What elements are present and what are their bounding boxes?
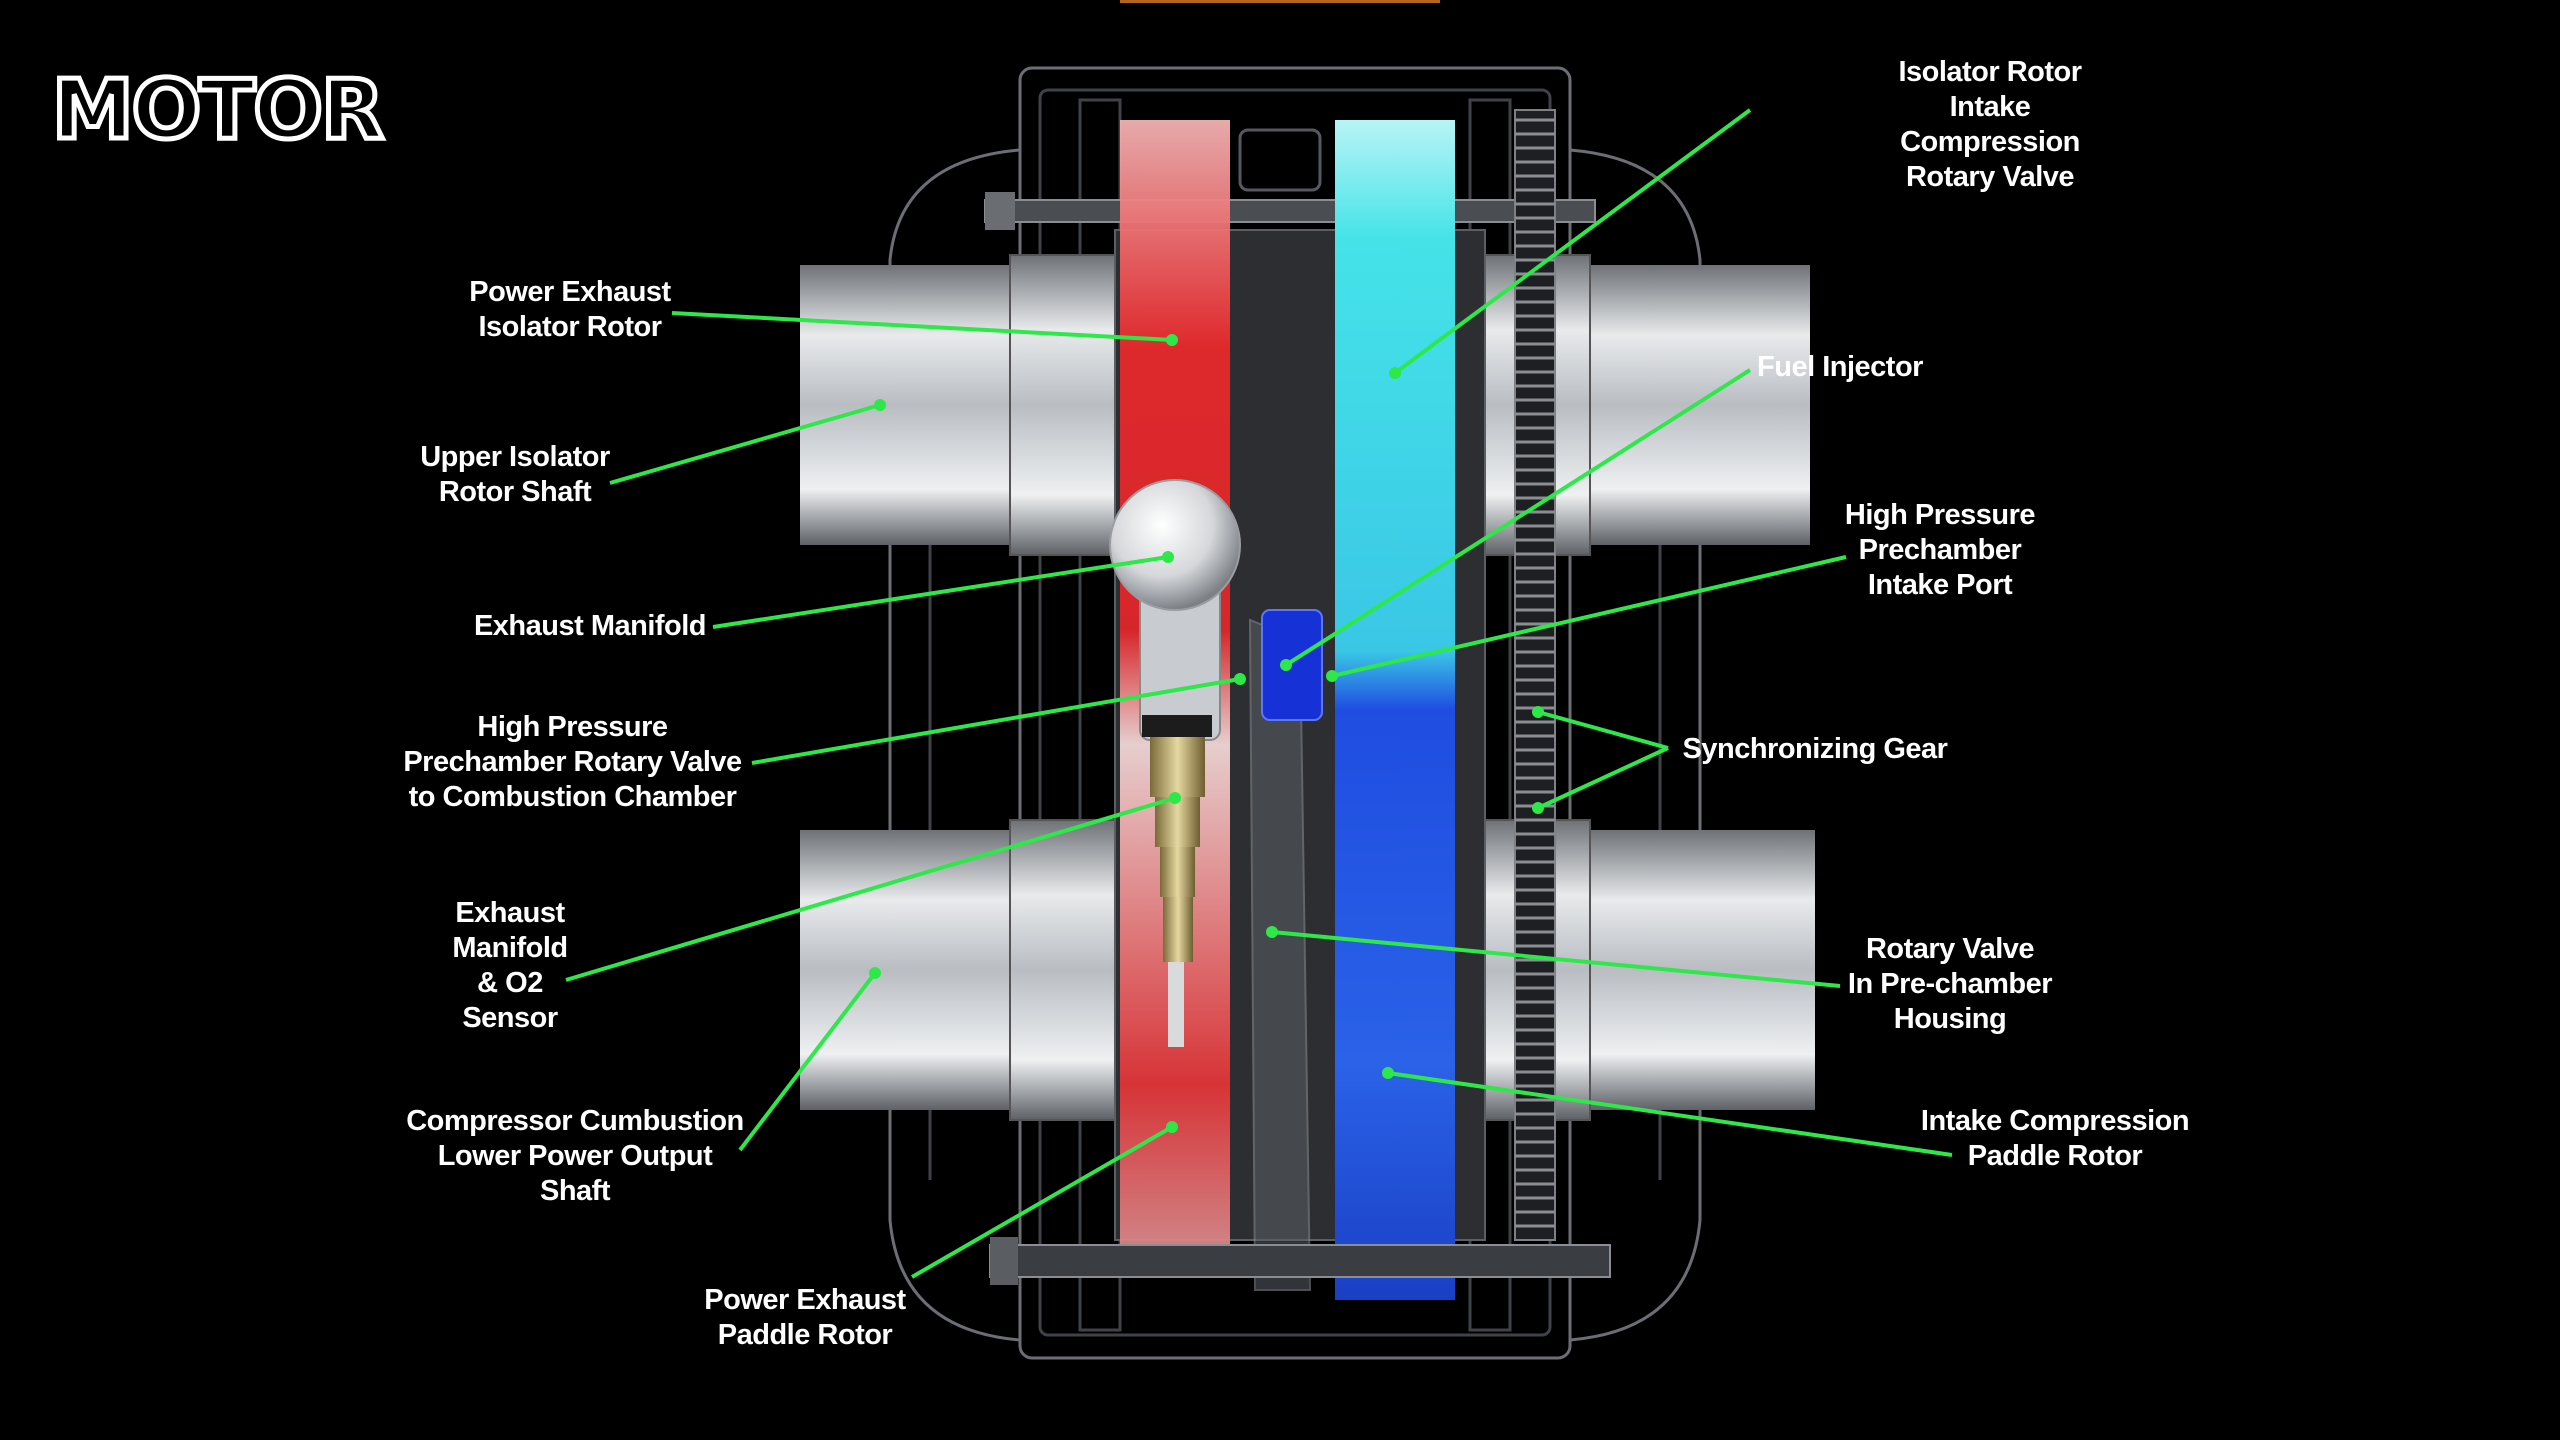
- label-line: Compressor Cumbustion: [406, 1105, 744, 1137]
- leader-endpoint: [1166, 334, 1178, 346]
- synchronizing-gear: [1514, 109, 1556, 1241]
- label-line: Shaft: [540, 1175, 611, 1207]
- leader-endpoint: [1169, 792, 1181, 804]
- leader-line: [1537, 710, 1669, 750]
- leader-endpoint: [874, 399, 886, 411]
- exhaust-manifold: [1109, 479, 1241, 741]
- leader-line: [1331, 555, 1847, 678]
- leader-line: [738, 971, 877, 1152]
- label-line: Prechamber Rotary Valve: [403, 746, 742, 778]
- label-line: & O2: [477, 967, 543, 999]
- leader-endpoint: [1532, 706, 1544, 718]
- motor-logo: MOTOR: [49, 63, 386, 158]
- label-line: In Pre-chamber: [1847, 968, 2053, 1000]
- label-fuel-injector: Fuel Injector: [1700, 350, 1980, 385]
- label-line: Intake Compression: [1920, 1105, 2190, 1137]
- label-line: Paddle Rotor: [717, 1319, 893, 1351]
- label-line: High Pressure: [477, 711, 668, 743]
- leader-line: [1271, 930, 1841, 988]
- label-line: Exhaust Manifold: [473, 610, 707, 642]
- leader-line: [1284, 368, 1752, 667]
- label-line: to Combustion Chamber: [408, 781, 737, 813]
- label-line: Rotary Valve: [1905, 161, 2075, 193]
- label-line: Manifold: [452, 932, 568, 964]
- leader-endpoint: [1162, 551, 1174, 563]
- upper-tie-bolt: [984, 192, 1596, 230]
- label-line: Paddle Rotor: [1967, 1140, 2143, 1172]
- o2-sensor: [1142, 715, 1212, 1047]
- leader-line: [1537, 746, 1669, 810]
- label-line: Prechamber: [1858, 534, 2022, 566]
- leader-line: [751, 677, 1241, 765]
- top-accent-bar: [1120, 0, 1440, 3]
- lower-tie-bolt: [989, 1237, 1611, 1285]
- label-line: Isolator Rotor: [1898, 56, 2082, 88]
- leader-line: [1393, 108, 1752, 375]
- label-line: Rotor Shaft: [438, 476, 592, 508]
- intake-compression-rotor: [1335, 120, 1455, 1300]
- leader-endpoint: [1389, 367, 1401, 379]
- leader-endpoint: [1166, 1121, 1178, 1133]
- label-line: Isolator Rotor: [478, 311, 662, 343]
- leader-line: [712, 555, 1169, 629]
- label-line: Rotary Valve: [1865, 933, 2035, 965]
- leader-endpoint: [869, 967, 881, 979]
- leader-endpoint: [1382, 1067, 1394, 1079]
- label-line: Intake Port: [1867, 569, 2013, 601]
- leader-line: [609, 403, 881, 485]
- label-line: Housing: [1893, 1003, 2007, 1035]
- leader-line: [671, 311, 1173, 342]
- leader-endpoint: [1234, 673, 1246, 685]
- label-line: Exhaust: [455, 897, 565, 929]
- label-line: Fuel Injector: [1757, 351, 1923, 383]
- label-line: Power Exhaust: [704, 1284, 906, 1316]
- label-synchronizing-gear: Synchronizing Gear: [1665, 732, 1965, 767]
- leader-line: [1387, 1071, 1953, 1157]
- leader-line: [565, 796, 1176, 982]
- label-line: Synchronizing Gear: [1682, 733, 1948, 765]
- leader-endpoint: [1280, 659, 1292, 671]
- label-line: Compression: [1900, 126, 2080, 158]
- leader-lines: [565, 108, 1953, 1279]
- leader-endpoint: [1266, 926, 1278, 938]
- label-line: Intake: [1949, 91, 2031, 123]
- leader-endpoint: [1326, 670, 1338, 682]
- label-line: High Pressure: [1844, 499, 2036, 531]
- label-exhaust-manifold: Exhaust Manifold: [440, 609, 740, 644]
- label-line: Power Exhaust: [469, 276, 671, 308]
- label-line: Upper Isolator: [420, 441, 610, 473]
- leader-line: [911, 1125, 1173, 1279]
- label-line: Sensor: [462, 1002, 558, 1034]
- leader-endpoint: [1532, 802, 1544, 814]
- label-line: Lower Power Output: [437, 1140, 713, 1172]
